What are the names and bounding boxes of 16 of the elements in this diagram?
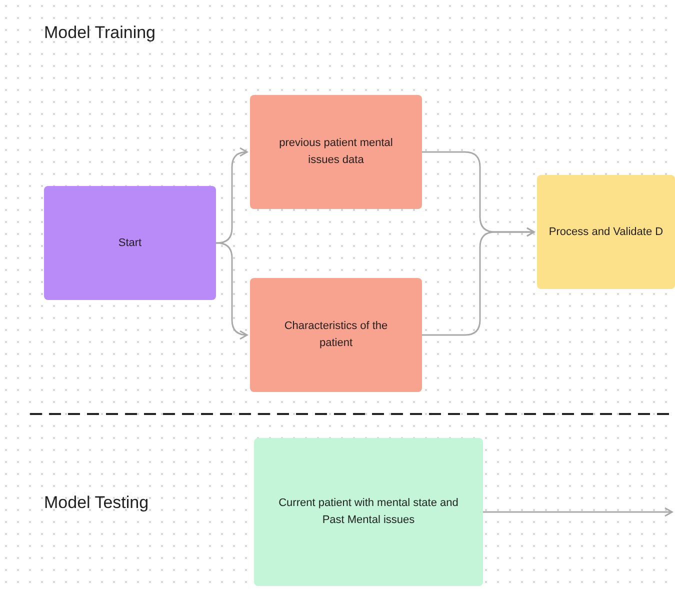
process-box: [537, 175, 675, 289]
box-text: Current patient with mental state and Past Mental issues: [278, 496, 458, 528]
section-title: Model Testing: [44, 492, 149, 514]
section-title: Model Training: [44, 22, 156, 44]
box-text: Start: [117, 236, 143, 250]
process-box: [254, 438, 483, 586]
arrow: [216, 242, 248, 340]
process-box: [250, 95, 422, 209]
process-box: [250, 278, 422, 392]
process-box: [44, 186, 216, 300]
arrow: [483, 507, 673, 517]
arrow: [216, 148, 248, 244]
box-text: previous patient mental issues data: [278, 136, 394, 168]
arrow: [422, 227, 535, 336]
box-text: Characteristics of the patient: [283, 319, 389, 351]
box-text: Process and Validate D: [548, 224, 664, 240]
